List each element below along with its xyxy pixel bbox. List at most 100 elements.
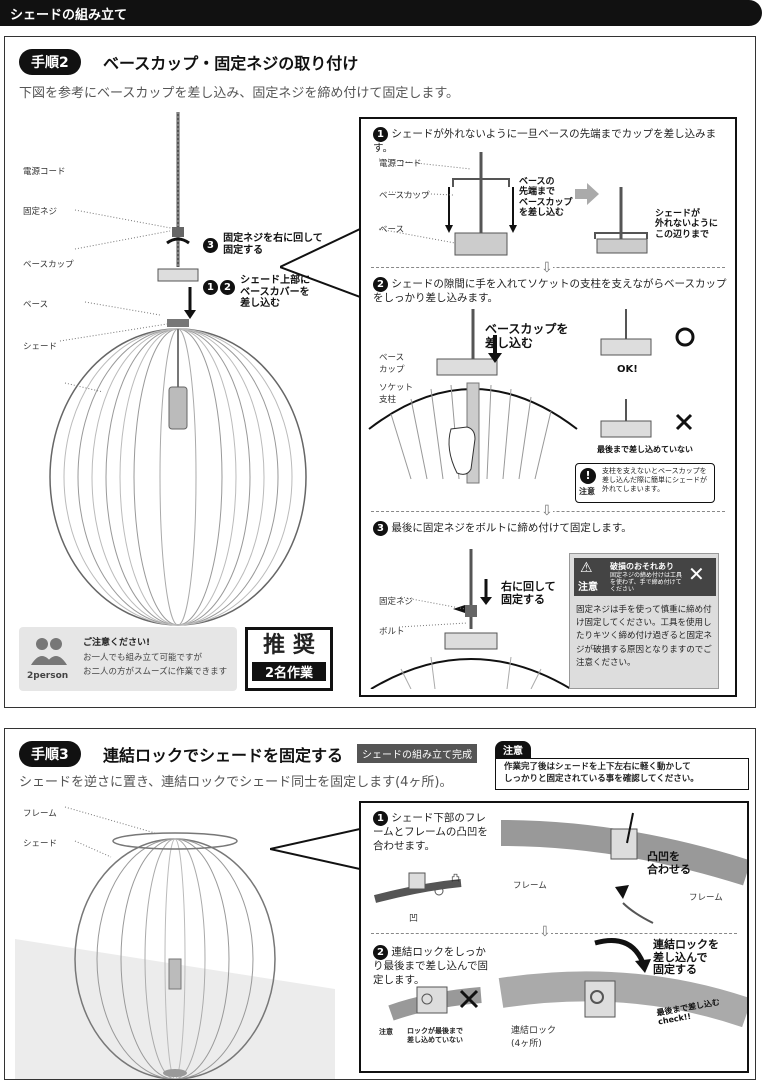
step3-panel: 手順3 連結ロックでシェードを固定する シェードの組み立て完成 シェードを逆さに… [4,728,756,1080]
step3-detail-box: 1 シェード下部のフレームとフレームの凸凹を合わせます。 凸 凹 フレーム フレ… [359,801,749,1073]
sub2-num-icon: 2 [373,277,388,292]
sub2-push: ベースカップを 差し込む [485,322,569,350]
s3-sub1-convex: 凸 [451,874,461,884]
label-cup: ベースカップ [23,260,74,270]
warn-label: 注意 [578,582,598,593]
sub1-note2: シェードが 外れないように この辺りまで [655,209,718,240]
s3-sub1-num-icon: 1 [373,811,388,826]
s3-sub2-text-body: 連結ロックをしっかり最後まで差し込んで固定します。 [373,946,488,986]
callout-3: 3 固定ネジを右に回して 固定する [203,233,323,256]
sub2-label-socket: ソケット 支柱 [379,383,414,405]
callout-3-text: 固定ネジを右に回して 固定する [223,233,323,256]
step2-detail-box: 1 シェードが外れないように一旦ベースの先端までカップを差し込みます。 電源コー… [359,117,737,697]
sub3-text: 3 最後に固定ネジをボルトに締め付けて固定します。 [373,521,733,536]
warn-small: 固定ネジの締め付けは工具を使わず、手で締め付けてください [610,572,683,594]
notice-line2: お二人の方がスムーズに作業できます [83,667,228,677]
sub2-caution-label: 注意 [579,487,595,496]
label-shade: シェード [23,342,58,352]
sub1-text: 1 シェードが外れないように一旦ベースの先端までカップを差し込みます。 [373,127,733,156]
s3-sub2-lock-label: 連結ロック (4ヶ所) [511,1026,557,1049]
label-cord: 電源コード [23,167,66,177]
step3-caution-text: 作業完了後はシェードを上下左右に軽く動かして しっかりと固定されている事を確認し… [495,758,749,790]
step2-panel: 手順2 ベースカップ・固定ネジの取り付け 下図を参考にベースカップを差し込み、固… [4,36,756,708]
sub2-text-body: シェードの隙間に手を入れてソケットの支柱を支えながらベースカップをしっかり差し込… [373,278,727,304]
sub1-text-body: シェードが外れないように一旦ベースの先端までカップを差し込みます。 [373,128,717,154]
two-person-icon [31,638,67,665]
sub2-label-base: ベース カップ [379,353,405,375]
down-arrow-icon: ⇩ [541,260,553,276]
sub1-label-base: ベース [379,225,405,235]
sub1-num-icon: 1 [373,127,388,142]
s3-sub1-concave: 凹 [409,914,419,924]
notice-title: ご注意ください! [83,638,151,648]
sub1-label-cup: ベースカップ [379,191,430,201]
s3-sub1-frame2: フレーム [689,893,723,903]
num-3-icon: 3 [203,238,218,253]
caution-icon: ! [580,468,596,484]
recommend-badge: 推 奨 2名作業 [245,627,333,691]
sub3-text-body: 最後に固定ネジをボルトに締め付けて固定します。 [391,522,632,534]
sub2-caution-box: ! 注意 支柱を支えないとベースカップを差し込んだ際に簡単にシェードが外れてしま… [575,463,715,503]
sub3-illustration [370,549,571,689]
step2-badge: 手順2 [19,49,81,75]
sub2-ok: OK! [617,364,638,375]
sub3-label-bolt: ボルト [379,627,405,637]
sub3-num-icon: 3 [373,521,388,536]
shade-inverted-illustration [15,806,335,1079]
complete-tag: シェードの組み立て完成 [357,744,477,763]
sub1-illustration [378,152,648,256]
sub3-turn: 右に回して 固定する [501,580,556,606]
s3-sub1-illustration [373,812,747,924]
step3-caution-title: 注意 [495,741,531,758]
warn-head: 破損のおそれあり [610,562,674,571]
sub1-label-cord: 電源コード [379,159,422,169]
num-1-icon: 1 [203,280,218,295]
warn-body: 固定ネジは手を使って慎重に締め付け固定してください。工具を使用したりキツく締め付… [576,605,713,668]
sub3-label-screw: 固定ネジ [379,597,414,607]
person-label: 2person [27,671,69,681]
lamp-illustration [49,112,307,626]
sub2-ng: 最後まで差し込めていない [597,445,693,454]
s3-sub2-ng: 注意 ロックが最後まで 差し込めていない [379,1027,463,1044]
callout-pointer [280,228,360,298]
s3-sub1-text: 1 シェード下部のフレームとフレームの凸凹を合わせます。 [373,811,493,853]
step2-description: 下図を参考にベースカップを差し込み、固定ネジを締め付けて固定します。 [19,86,460,101]
s3-sub2-num-icon: 2 [373,945,388,960]
s3-sub1-frame1: フレーム [513,881,547,891]
step3-title: 連結ロックでシェードを固定する [103,746,344,765]
wrench-cross-icon: ✕ [688,562,705,586]
recommend-big: 推 奨 [263,633,315,658]
s3-sub1-text-body: シェード下部のフレームとフレームの凸凹を合わせます。 [373,812,488,852]
sub1-note: ベースの 先端まで ベースカップ を差し込む [519,177,573,219]
sub2-illustration [368,309,695,484]
warn-header: ⚠ 注意 破損のおそれあり 固定ネジの締め付けは工具を使わず、手で締め付けてくだ… [574,558,716,596]
sub2-text: 2 シェードの隙間に手を入れてソケットの支柱を支えながらベースカップをしっかり差… [373,277,733,306]
s3-sub2-push: 連結ロックを 差し込んで 固定する [653,938,719,977]
s3-sub2-text: 2 連結ロックをしっかり最後まで差し込んで固定します。 [373,945,493,987]
step3-description: シェードを逆さに置き、連結ロックでシェード同士を固定します(4ヶ所)。 [19,775,453,790]
step3-label-shade: シェード [23,839,58,849]
step3-badge: 手順3 [19,741,81,767]
callout-12-text: シェード上部に ベースカバーを 差し込む [240,275,311,309]
label-screw: 固定ネジ [23,207,58,217]
recommend-small: 2名作業 [252,662,326,681]
s3-down-arrow-icon: ⇩ [539,924,551,940]
section-header: シェードの組み立て [0,0,762,26]
s3-sub2-ng-text: ロックが最後まで 差し込めていない [407,1027,463,1045]
label-base: ベース [23,300,49,310]
sub3-warning-box: ⚠ 注意 破損のおそれあり 固定ネジの締め付けは工具を使わず、手で締め付けてくだ… [569,553,719,689]
step3-callout-pointer [270,828,360,870]
s3-sub2-illustration [388,938,747,1028]
s3-sub1-align: 凸凹を 合わせる [647,850,691,876]
warning-icon: ⚠ [580,560,593,576]
sub2-caution-text: 支柱を支えないとベースカップを差し込んだ際に簡単にシェードが外れてしまいます。 [602,467,707,493]
step3-caution: 注意 作業完了後はシェードを上下左右に軽く動かして しっかりと固定されている事を… [495,739,749,790]
step2-title: ベースカップ・固定ネジの取り付け [103,54,359,73]
notice-box: 2person ご注意ください! お一人でも組み立て可能ですが お二人の方がスム… [19,627,237,691]
section-title: シェードの組み立て [10,8,128,23]
down-arrow-icon-2: ⇩ [541,503,553,519]
num-2-icon: 2 [220,280,235,295]
s3-divider [371,933,737,934]
s3-sub2-ng-label: 注意 [379,1028,393,1036]
